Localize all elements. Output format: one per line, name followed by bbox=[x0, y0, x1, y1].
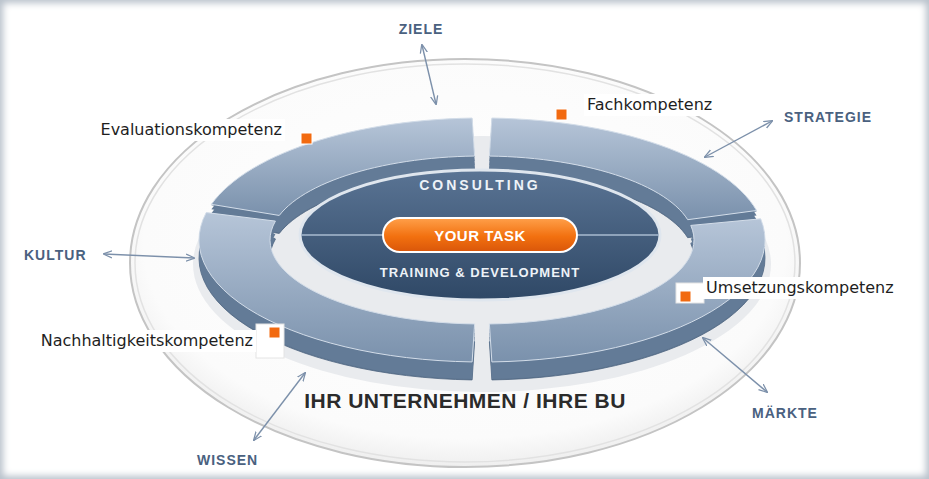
knowledge-label: WISSEN bbox=[197, 452, 258, 469]
goal-label: ZIELE bbox=[399, 21, 444, 38]
bullet-square bbox=[556, 109, 567, 120]
bullet-square bbox=[680, 291, 691, 302]
task-pill: YOUR TASK bbox=[382, 217, 578, 253]
node-text: YOUR TASK bbox=[434, 227, 526, 244]
node-text: TRAINING & DEVELOPMENT bbox=[380, 265, 580, 280]
competence-label: Evaluationskompetenz bbox=[98, 119, 285, 140]
double-arrow bbox=[705, 121, 772, 157]
label-patch bbox=[676, 283, 704, 303]
double-arrow bbox=[703, 338, 767, 392]
task-pill-shape bbox=[383, 218, 577, 252]
node-text: CONSULTING bbox=[419, 177, 541, 193]
culture-label: KULTUR bbox=[24, 247, 87, 264]
bullet-square bbox=[301, 133, 312, 144]
bullet-square bbox=[269, 327, 280, 338]
service-ellipse: CONSULTING TRAINING & DEVELOPMENT YOUR TAS… bbox=[298, 168, 662, 302]
strategy-label: STRATEGIE bbox=[784, 109, 872, 126]
node-text: IHR UNTERNEHMEN / IHRE BU bbox=[304, 389, 626, 413]
center-ellipse bbox=[300, 170, 660, 300]
market-label: MÄRKTE bbox=[752, 405, 818, 422]
label-patch bbox=[256, 324, 284, 358]
competence-label: Fachkompetenz bbox=[584, 94, 715, 115]
competence-label: Umsetzungskompetenz bbox=[703, 277, 897, 298]
double-arrow bbox=[104, 254, 194, 258]
double-arrow bbox=[254, 373, 305, 440]
double-arrow bbox=[422, 45, 436, 104]
competence-label: Nachhaltigkeitskompetenz bbox=[38, 330, 256, 351]
